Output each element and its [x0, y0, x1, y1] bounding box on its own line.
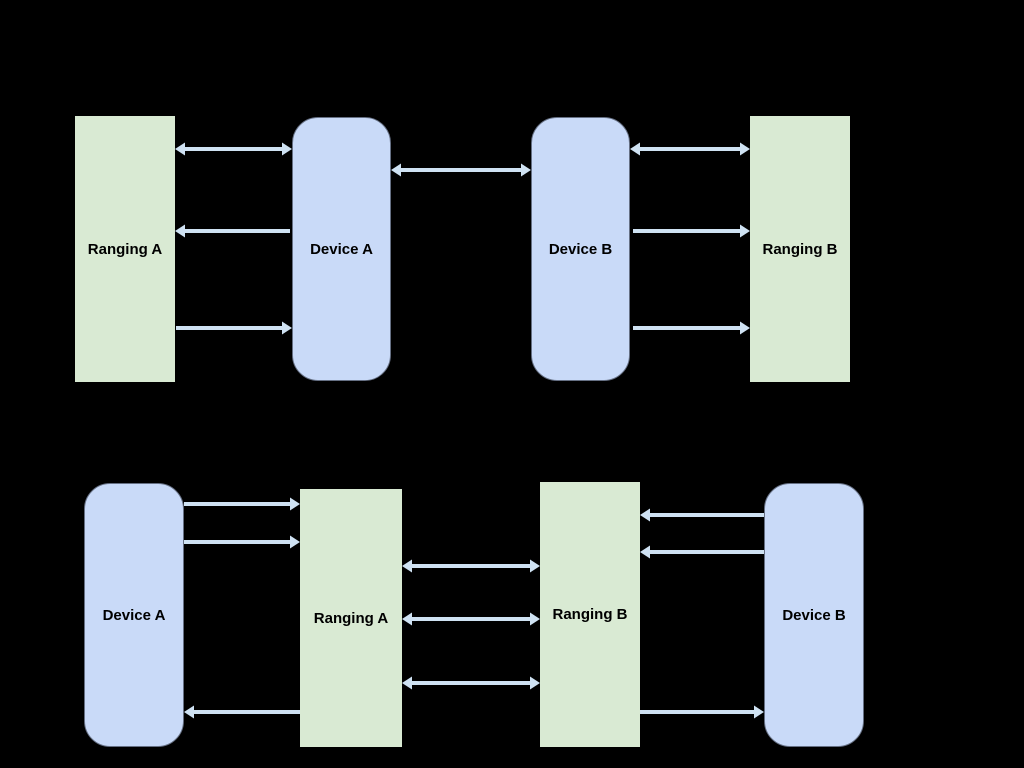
node-label: Ranging B — [762, 240, 838, 258]
node-ranging-b-top: Ranging B — [750, 116, 850, 382]
edge-top-6-device-b-to-ranging-b — [633, 321, 750, 335]
edge-bottom-0-device-a-to-ranging-a — [184, 497, 300, 511]
edge-bottom-7-device-b-to-ranging-b — [640, 545, 764, 559]
node-ranging-b-bottom: Ranging B — [540, 482, 640, 747]
edge-bottom-1-device-a-to-ranging-a — [184, 535, 300, 549]
node-device-a-bottom: Device A — [84, 483, 184, 747]
edge-bottom-2-ranging-a-to-device-a — [184, 705, 300, 719]
edge-bottom-4-ranging-a-to-ranging-b — [402, 612, 540, 626]
edge-top-1-device-a-to-ranging-a — [175, 224, 290, 238]
edge-top-4-device-b-to-ranging-b — [630, 142, 750, 156]
node-device-a-top: Device A — [292, 117, 391, 381]
node-label: Device B — [548, 240, 613, 258]
edge-bottom-8-ranging-b-to-device-b — [640, 705, 764, 719]
node-label: Ranging A — [313, 609, 389, 627]
edge-bottom-5-ranging-a-to-ranging-b — [402, 676, 540, 690]
node-ranging-a-top: Ranging A — [75, 116, 175, 382]
edge-top-0-ranging-a-to-device-a — [175, 142, 292, 156]
node-label: Ranging B — [552, 606, 628, 623]
edge-bottom-6-device-b-to-ranging-b — [640, 508, 764, 522]
edge-top-3-device-a-to-device-b — [391, 163, 531, 177]
node-device-b-top: Device B — [531, 117, 630, 381]
node-device-b-bottom: Device B — [764, 483, 864, 747]
edge-bottom-3-ranging-a-to-ranging-b — [402, 559, 540, 573]
edge-top-5-device-b-to-ranging-b — [633, 224, 750, 238]
node-label: Device A — [102, 606, 166, 624]
node-label: Ranging A — [87, 240, 163, 258]
node-label: Device B — [782, 606, 846, 624]
node-ranging-a-bottom: Ranging A — [300, 489, 402, 747]
node-label: Device A — [310, 240, 373, 258]
edge-top-2-ranging-a-to-device-a — [176, 321, 292, 335]
